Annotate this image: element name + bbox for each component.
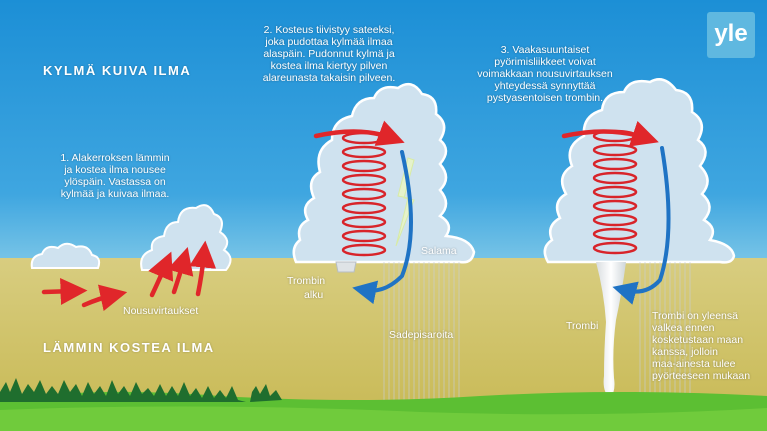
grass-highlight	[0, 406, 767, 431]
step1-text: 1. Alakerroksen lämmin ja kostea ilma no…	[47, 152, 183, 200]
warm-moist-air-label: LÄMMIN KOSTEA ILMA	[43, 340, 215, 355]
yle-logo[interactable]: yle	[707, 12, 755, 58]
step2-text: 2. Kosteus tiivistyy sateeksi, joka pudo…	[256, 24, 402, 84]
step2-line: alaspäin. Pudonnut kylmä ja	[263, 48, 395, 60]
rain-shaft-tornado	[639, 262, 691, 395]
rotation-spiral-tornado	[592, 129, 638, 255]
step3-line: voimakkaan nousuvirtauksen	[477, 68, 613, 80]
cold-air-arrows	[352, 146, 671, 305]
tornado-cloud	[543, 78, 736, 264]
step1-line: ylöspäin. Vastassa on	[64, 176, 166, 188]
raindrops-label: Sadepisaroita	[389, 329, 454, 341]
cold-dry-air-label: KYLMÄ KUIVA ILMA	[43, 63, 192, 78]
tornado-note-line: valkea ennen	[652, 322, 715, 334]
tornado-label: Trombi	[566, 320, 599, 332]
tornado-note-line: kosketustaan maan	[652, 334, 744, 346]
step3-line: yhteydessä synnyttää	[494, 80, 596, 92]
step1-line: ja kostea ilma nousee	[64, 164, 166, 176]
step3-line: pyörimisliikkeet voivat	[494, 56, 596, 68]
step2-line: 2. Kosteus tiivistyy sateeksi,	[263, 24, 395, 36]
step3-text: 3. Vaakasuuntaiset pyörimisliikkeet voiv…	[470, 44, 620, 104]
step2-line: alareunasta takaisin pilveen.	[262, 72, 396, 84]
tornado-note-line: Trombi on yleensä	[652, 310, 738, 322]
tornado-note-line: kanssa, jolloin	[652, 346, 718, 358]
tornado-note: Trombi on yleensä valkea ennen kosketust…	[652, 310, 750, 382]
step3-line: 3. Vaakasuuntaiset	[500, 44, 590, 56]
tornado-start-line: Trombin	[287, 275, 326, 287]
tornado-start-label: Trombin alku	[287, 274, 325, 302]
step2-line: kostea ilma kiertyy pilven	[270, 60, 388, 72]
step1-line: kylmää ja kuivaa ilmaa.	[60, 188, 170, 200]
step1-line: 1. Alakerroksen lämmin	[60, 152, 170, 164]
lightning-label: Salama	[421, 245, 457, 257]
wall-cloud	[335, 261, 357, 273]
tornado-start-line: alku	[304, 289, 324, 301]
forest-treeline	[0, 378, 282, 402]
updrafts-label: Nousuvirtaukset	[123, 305, 199, 317]
warm-air-arrows	[41, 120, 659, 312]
small-cloud	[30, 242, 101, 269]
storm-cloud	[292, 82, 476, 264]
step3-line: pystyasentoisen trombin.	[486, 92, 604, 104]
tornado-note-line: pyörteeseen mukaan	[652, 370, 751, 382]
tornado-note-line: maa-ainesta tulee	[652, 358, 736, 370]
step2-line: joka pudottaa kylmää ilmaa	[265, 36, 393, 48]
